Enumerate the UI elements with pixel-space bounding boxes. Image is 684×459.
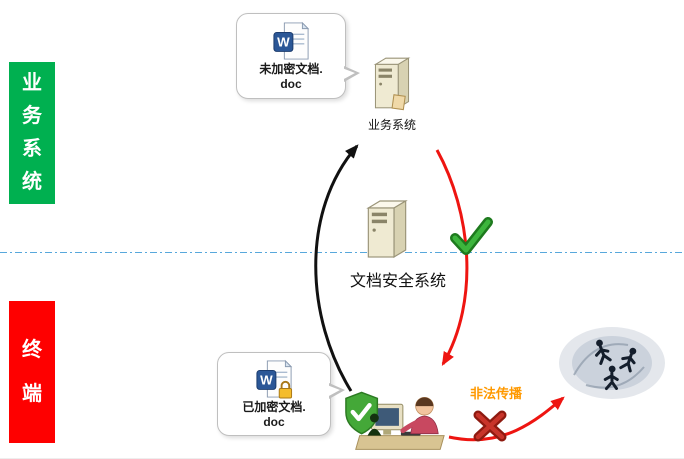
callout-tail-inner — [327, 385, 340, 397]
user-at-computer-icon — [345, 391, 445, 450]
band-business-label: 业务系统 — [22, 72, 42, 193]
word-document-locked-icon: W — [256, 359, 293, 399]
callout-encrypted-text-line2: doc — [263, 415, 285, 429]
callout-unencrypted-doc: W 未加密文档. doc — [236, 13, 360, 99]
word-letter: W — [277, 35, 290, 50]
business-server-label: 业务系统 — [367, 118, 416, 132]
security-server-icon — [366, 199, 408, 259]
callout-tail-inner — [342, 68, 355, 80]
cross-icon — [473, 410, 507, 442]
callout-unencrypted-text-line1: 未加密文档. — [259, 62, 323, 76]
illegal-spread-label: 非法传播 — [470, 386, 523, 401]
check-icon — [450, 217, 493, 255]
callout-unencrypted-text-line2: doc — [280, 77, 302, 91]
business-server-icon — [373, 57, 411, 111]
band-business-system: 业务系统 — [9, 62, 55, 204]
band-terminal-label: 终端 — [22, 339, 42, 405]
word-document-icon: W — [273, 21, 310, 60]
band-terminal: 终端 — [9, 301, 55, 443]
callout-encrypted-doc: W 已加密文档. doc — [217, 352, 345, 436]
security-server-label: 文档安全系统 — [349, 273, 446, 290]
shield-check-icon — [345, 391, 382, 436]
zone-divider-line — [0, 252, 684, 253]
callout-encrypted-text-line1: 已加密文档. — [242, 400, 306, 414]
people-scattering-icon — [559, 327, 665, 399]
word-letter: W — [260, 373, 273, 388]
